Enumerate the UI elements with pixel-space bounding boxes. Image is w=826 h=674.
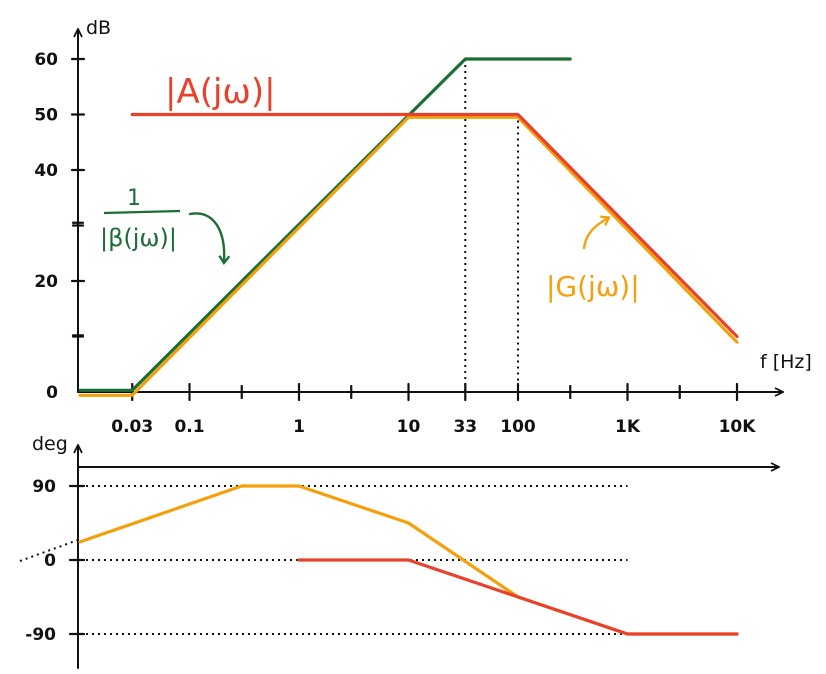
magnitude-x-tick-label: 10 — [397, 417, 421, 437]
magnitude-y-tick-label: 40 — [34, 161, 58, 181]
magnitude-series-line — [78, 57, 572, 392]
magnitude-y-tick-label: 50 — [34, 106, 58, 126]
magnitude-minor-ticks — [240, 384, 681, 400]
magnitude-x-tick-label: 10K — [719, 417, 757, 437]
phase-y-tick-label: -90 — [25, 625, 56, 645]
annotation-beta-denominator: |β(jω)| — [100, 224, 177, 252]
magnitude-x-tick-label: 0.1 — [174, 417, 204, 437]
magnitude-curves — [78, 57, 739, 397]
magnitude-y-label: dB — [86, 17, 111, 39]
magnitude-y-tick-label: 0 — [46, 383, 58, 403]
magnitude-y-ticks: 0 20 40 50 60 — [34, 50, 86, 403]
magnitude-guide-lines — [464, 59, 519, 392]
phase-y-tick-label: 0 — [44, 551, 56, 571]
phase-series-line — [297, 558, 739, 636]
magnitude-x-label: f [Hz] — [760, 351, 812, 373]
magnitude-x-tick-label: 100 — [500, 417, 536, 437]
magnitude-y-tick-label: 20 — [34, 272, 58, 292]
phase-y-tick-label: 90 — [32, 477, 56, 497]
annotation-G-arrow — [582, 215, 611, 250]
magnitude-series-line — [78, 115, 739, 397]
annotation-beta-numerator: 1 — [127, 186, 141, 211]
magnitude-x-ticks: 0.03 0.1 1 10 33 100 1K 10K — [111, 382, 757, 437]
magnitude-panel: dB f [Hz] 0 20 40 50 60 0.03 0.1 1 10 33 100 1K 10K… — [34, 17, 812, 437]
phase-extension-dotted — [19, 539, 79, 562]
phase-curves — [78, 484, 739, 636]
magnitude-x-tick-label: 33 — [453, 417, 477, 437]
phase-y-ticks: 90 0 -90 — [25, 477, 86, 645]
annotation-G-magnitude: |G(jω)| — [546, 270, 640, 303]
annotation-A-magnitude: |A(jω)| — [165, 72, 276, 112]
magnitude-y-tick-label: 60 — [34, 50, 58, 70]
phase-y-label: deg — [32, 433, 68, 455]
magnitude-series-line — [130, 112, 739, 339]
annotation-beta-arrow — [188, 212, 231, 266]
phase-panel: deg 90 0 -90 — [19, 433, 778, 669]
magnitude-x-tick-label: 0.03 — [111, 417, 153, 437]
magnitude-x-tick-label: 1 — [293, 417, 305, 437]
annotation-beta-fraction-bar — [103, 209, 181, 215]
magnitude-x-tick-label: 1K — [615, 417, 641, 437]
